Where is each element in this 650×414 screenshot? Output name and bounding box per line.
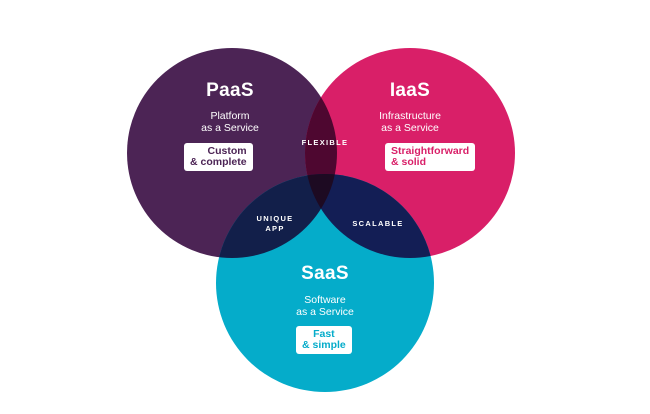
iaas-saas-overlap	[305, 174, 434, 258]
paas-subtitle-line2: as a Service	[201, 122, 259, 134]
saas-subtitle-line2: as a Service	[296, 306, 354, 318]
overlap-label-scalable: SCALABLE	[352, 219, 404, 228]
iaas-subtitle: Infrastructure as a Service	[350, 110, 470, 134]
saas-badge-line2: & simple	[302, 339, 346, 351]
paas-badge-line1: Custom	[207, 145, 247, 157]
paas-title: PaaS	[206, 80, 254, 101]
paas-saas-overlap	[216, 174, 337, 258]
paas-badge: Custom & complete	[184, 143, 253, 171]
overlap-label-unique-app-line2: APP	[265, 224, 285, 233]
saas-title: SaaS	[301, 263, 349, 284]
iaas-subtitle-line1: Infrastructure	[379, 110, 441, 122]
paas-subtitle: Platform as a Service	[170, 110, 290, 134]
iaas-badge: Straightforward & solid	[385, 143, 476, 171]
overlap-label-unique-app: UNIQUE APP	[235, 214, 315, 234]
saas-subtitle-line1: Software	[304, 294, 346, 306]
saas-badge: Fast & simple	[296, 326, 352, 354]
iaas-title: IaaS	[389, 80, 431, 101]
saas-subtitle: Software as a Service	[265, 294, 385, 318]
paas-badge-line2: & complete	[190, 156, 247, 168]
iaas-subtitle-line2: as a Service	[381, 122, 439, 134]
overlap-label-unique-app-line1: UNIQUE	[256, 214, 294, 223]
paas-subtitle-line1: Platform	[210, 110, 250, 122]
saas-badge-line1: Fast	[313, 328, 335, 340]
iaas-badge-line2: & solid	[391, 156, 427, 168]
iaas-badge-line1: Straightforward	[391, 145, 470, 157]
overlap-label-flexible: FLEXIBLE	[301, 138, 349, 147]
